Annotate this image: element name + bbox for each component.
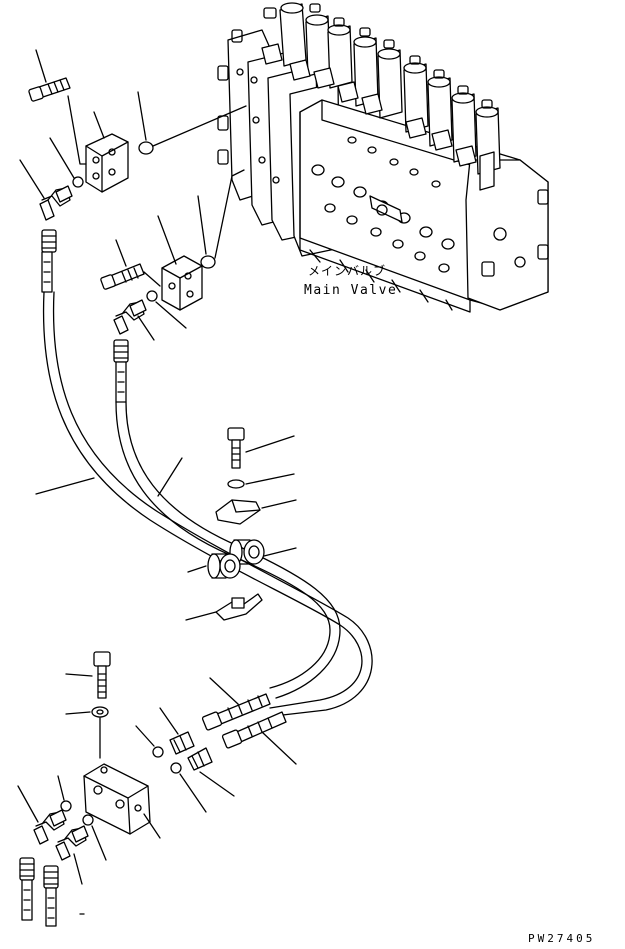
hose-outer bbox=[42, 291, 373, 717]
main-valve-label-en: Main Valve bbox=[304, 283, 398, 298]
o-ring bbox=[82, 814, 94, 826]
split-flange-middle bbox=[161, 255, 203, 311]
leader-line bbox=[65, 673, 93, 677]
hose-inner bbox=[115, 401, 341, 699]
elbow-fitting-upper bbox=[39, 185, 73, 221]
leader-line bbox=[137, 315, 155, 341]
leader-line bbox=[17, 785, 39, 823]
leader-line bbox=[35, 477, 95, 495]
leader-line bbox=[157, 457, 183, 497]
leader-line bbox=[49, 137, 75, 179]
leader-line bbox=[199, 771, 235, 797]
bolt-upper bbox=[28, 77, 71, 102]
leader-line bbox=[209, 677, 239, 705]
o-ring bbox=[138, 141, 154, 155]
leader-line bbox=[159, 707, 179, 735]
o-ring bbox=[72, 176, 84, 188]
o-ring bbox=[170, 762, 182, 774]
connector-1 bbox=[169, 731, 195, 755]
hose-end-lower-left-2 bbox=[43, 865, 59, 927]
leader-line bbox=[245, 435, 295, 453]
leader-line bbox=[93, 111, 105, 139]
leader-line bbox=[57, 775, 65, 801]
leader-line bbox=[67, 95, 87, 165]
leader-line bbox=[135, 725, 155, 747]
washer bbox=[227, 479, 245, 489]
leader-line bbox=[157, 215, 177, 265]
clamp-bolt bbox=[227, 427, 245, 469]
main-valve-label-jp: メインバルブ bbox=[308, 264, 387, 278]
hose-end-lower-left-1 bbox=[19, 857, 35, 921]
leader-line bbox=[35, 49, 47, 83]
leader-line bbox=[261, 731, 297, 765]
leader-line bbox=[152, 105, 247, 147]
main-valve bbox=[217, 2, 549, 313]
hose-end-lower-2 bbox=[221, 711, 287, 749]
elbow-fitting-lower-2 bbox=[55, 825, 89, 861]
junction-block bbox=[83, 763, 151, 835]
elbow-fitting-lower-1 bbox=[33, 809, 67, 845]
leader-line bbox=[19, 159, 45, 199]
hose-end-middle bbox=[113, 339, 129, 403]
o-ring bbox=[60, 800, 72, 812]
leader-line bbox=[65, 711, 91, 715]
clamp-lower bbox=[215, 593, 263, 621]
o-ring bbox=[152, 746, 164, 758]
valve-end-cover bbox=[465, 159, 549, 311]
clamp-cushion-left bbox=[207, 553, 241, 579]
hose-end-lower-1 bbox=[201, 693, 271, 731]
hose-end-upper-left bbox=[41, 229, 57, 293]
leader-line bbox=[91, 825, 107, 861]
leader-line bbox=[143, 271, 161, 287]
leader-line bbox=[261, 499, 297, 509]
bolt-middle bbox=[100, 263, 145, 290]
leader-line bbox=[155, 301, 187, 329]
elbow-fitting-middle bbox=[113, 299, 147, 335]
split-flange-upper bbox=[85, 133, 129, 193]
o-ring bbox=[200, 255, 216, 269]
leader-line bbox=[115, 239, 127, 267]
leader-line bbox=[185, 611, 217, 621]
clamp-cushion-right bbox=[229, 539, 265, 565]
bolt-lower bbox=[93, 651, 111, 699]
washer-lower bbox=[91, 706, 109, 718]
leader-line bbox=[187, 565, 207, 573]
o-ring bbox=[146, 290, 158, 302]
leader-line bbox=[245, 473, 295, 485]
clamp-upper bbox=[215, 499, 261, 525]
leader-line bbox=[197, 195, 207, 255]
leader-line bbox=[143, 813, 161, 839]
leader-line bbox=[73, 853, 83, 885]
leader-line bbox=[263, 547, 297, 557]
leader-line bbox=[179, 773, 207, 813]
leader-line bbox=[137, 91, 147, 141]
connector-2 bbox=[187, 747, 213, 771]
drawing-code: PW27405 bbox=[528, 932, 596, 945]
leader-line bbox=[214, 169, 245, 259]
